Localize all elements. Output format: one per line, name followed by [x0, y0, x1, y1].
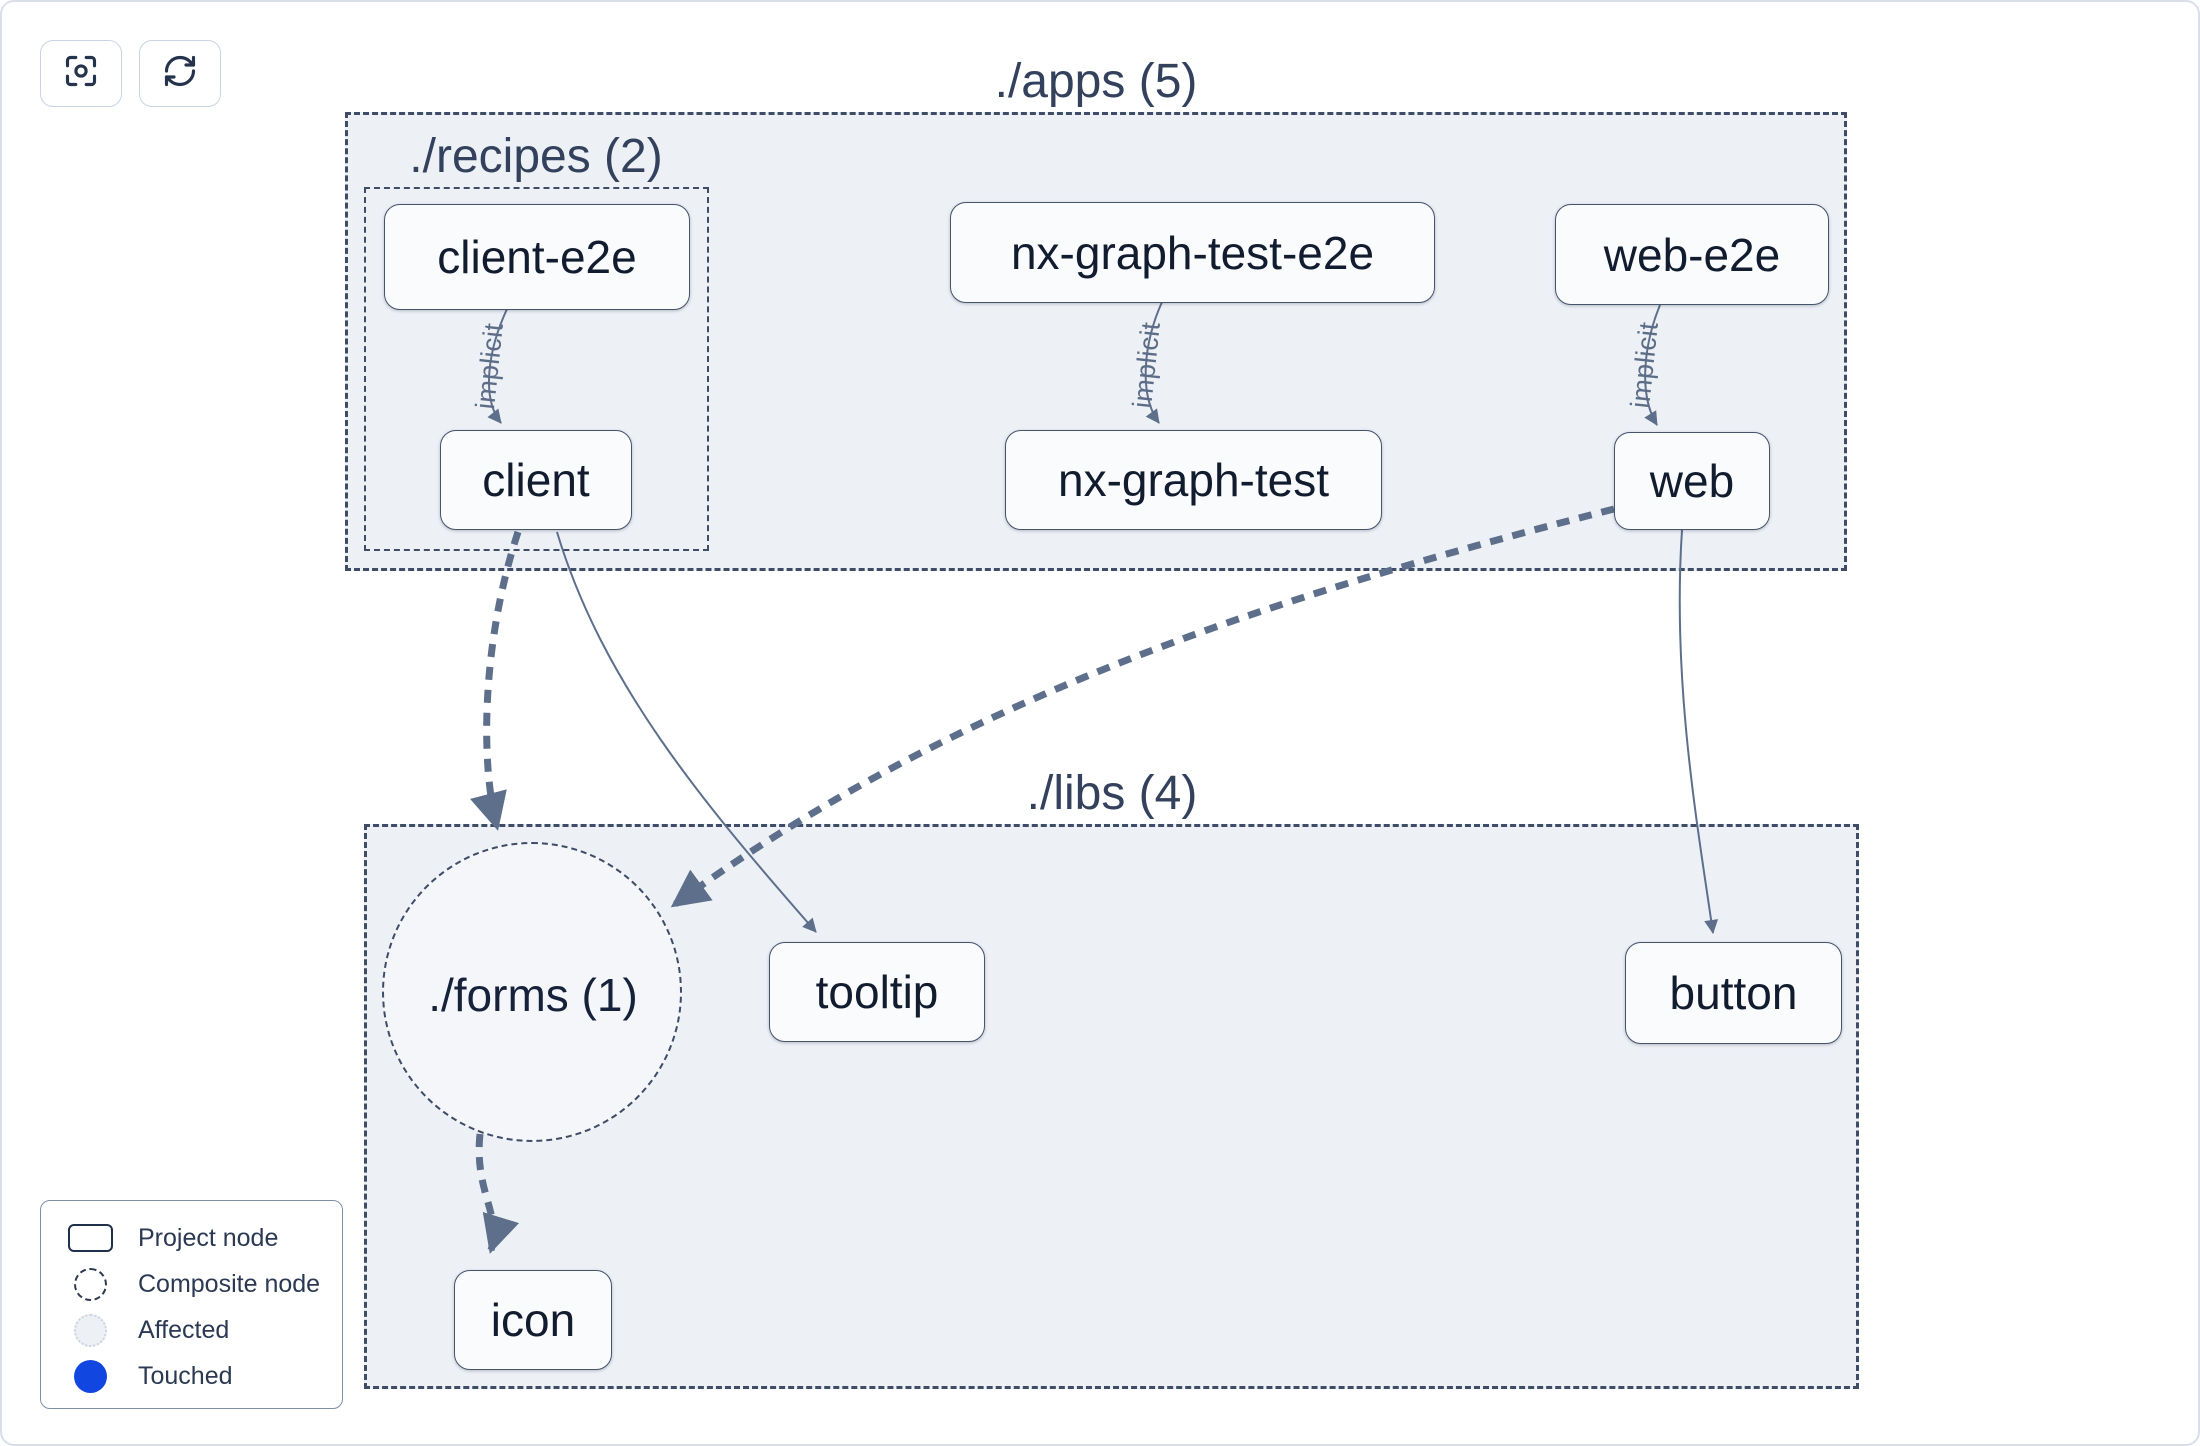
- focus-reset-button[interactable]: [40, 40, 122, 107]
- legend-label: Project node: [138, 1223, 279, 1252]
- edge-web-to-forms: [670, 505, 1615, 908]
- focus-icon: [63, 53, 99, 94]
- edge-web-to-button: [1678, 529, 1719, 934]
- composite-node-forms-label: ./forms (1): [428, 969, 638, 1021]
- toolbar: [40, 40, 221, 107]
- node-nx-graph-test-e2e[interactable]: nx-graph-test-e2e: [950, 202, 1435, 303]
- group-recipes[interactable]: [364, 187, 709, 551]
- legend-label: Affected: [138, 1315, 230, 1344]
- legend: Project node Composite node Affected Tou…: [40, 1200, 343, 1409]
- group-apps-title: ./apps (5): [994, 55, 1198, 108]
- composite-node-forms[interactable]: [382, 842, 682, 1142]
- node-button[interactable]: button: [1625, 942, 1842, 1044]
- edge-forms-to-icon: [475, 1133, 520, 1254]
- touched-swatch-icon: [65, 1359, 115, 1393]
- node-icon[interactable]: icon: [454, 1270, 612, 1370]
- legend-item-composite-node: Composite node: [41, 1261, 342, 1307]
- composite-node-swatch-icon: [65, 1267, 115, 1301]
- node-client-e2e[interactable]: client-e2e: [384, 204, 690, 310]
- group-recipes-title: ./recipes (2): [409, 130, 663, 183]
- group-libs-title: ./libs (4): [1026, 767, 1198, 820]
- legend-item-touched: Touched: [41, 1353, 342, 1399]
- node-web[interactable]: web: [1614, 432, 1770, 530]
- refresh-button[interactable]: [139, 40, 221, 107]
- legend-item-affected: Affected: [41, 1307, 342, 1353]
- edge-client-e2e-to-client: [487, 308, 508, 424]
- edge-nx-graph-test-e2e-to-nx-graph-test: [1144, 301, 1163, 424]
- refresh-icon: [162, 53, 198, 94]
- node-web-e2e[interactable]: web-e2e: [1555, 204, 1829, 305]
- node-nx-graph-test[interactable]: nx-graph-test: [1005, 430, 1382, 530]
- project-node-swatch-icon: [65, 1224, 115, 1252]
- affected-swatch-icon: [65, 1313, 115, 1347]
- legend-label: Composite node: [138, 1269, 321, 1298]
- edge-client-to-tooltip: [556, 531, 817, 933]
- node-client[interactable]: client: [440, 430, 632, 530]
- node-tooltip[interactable]: tooltip: [769, 942, 985, 1042]
- edge-client-to-forms: [470, 530, 522, 831]
- legend-label: Touched: [138, 1361, 233, 1390]
- legend-item-project-node: Project node: [41, 1215, 342, 1261]
- edge-web-e2e-to-web: [1644, 304, 1661, 426]
